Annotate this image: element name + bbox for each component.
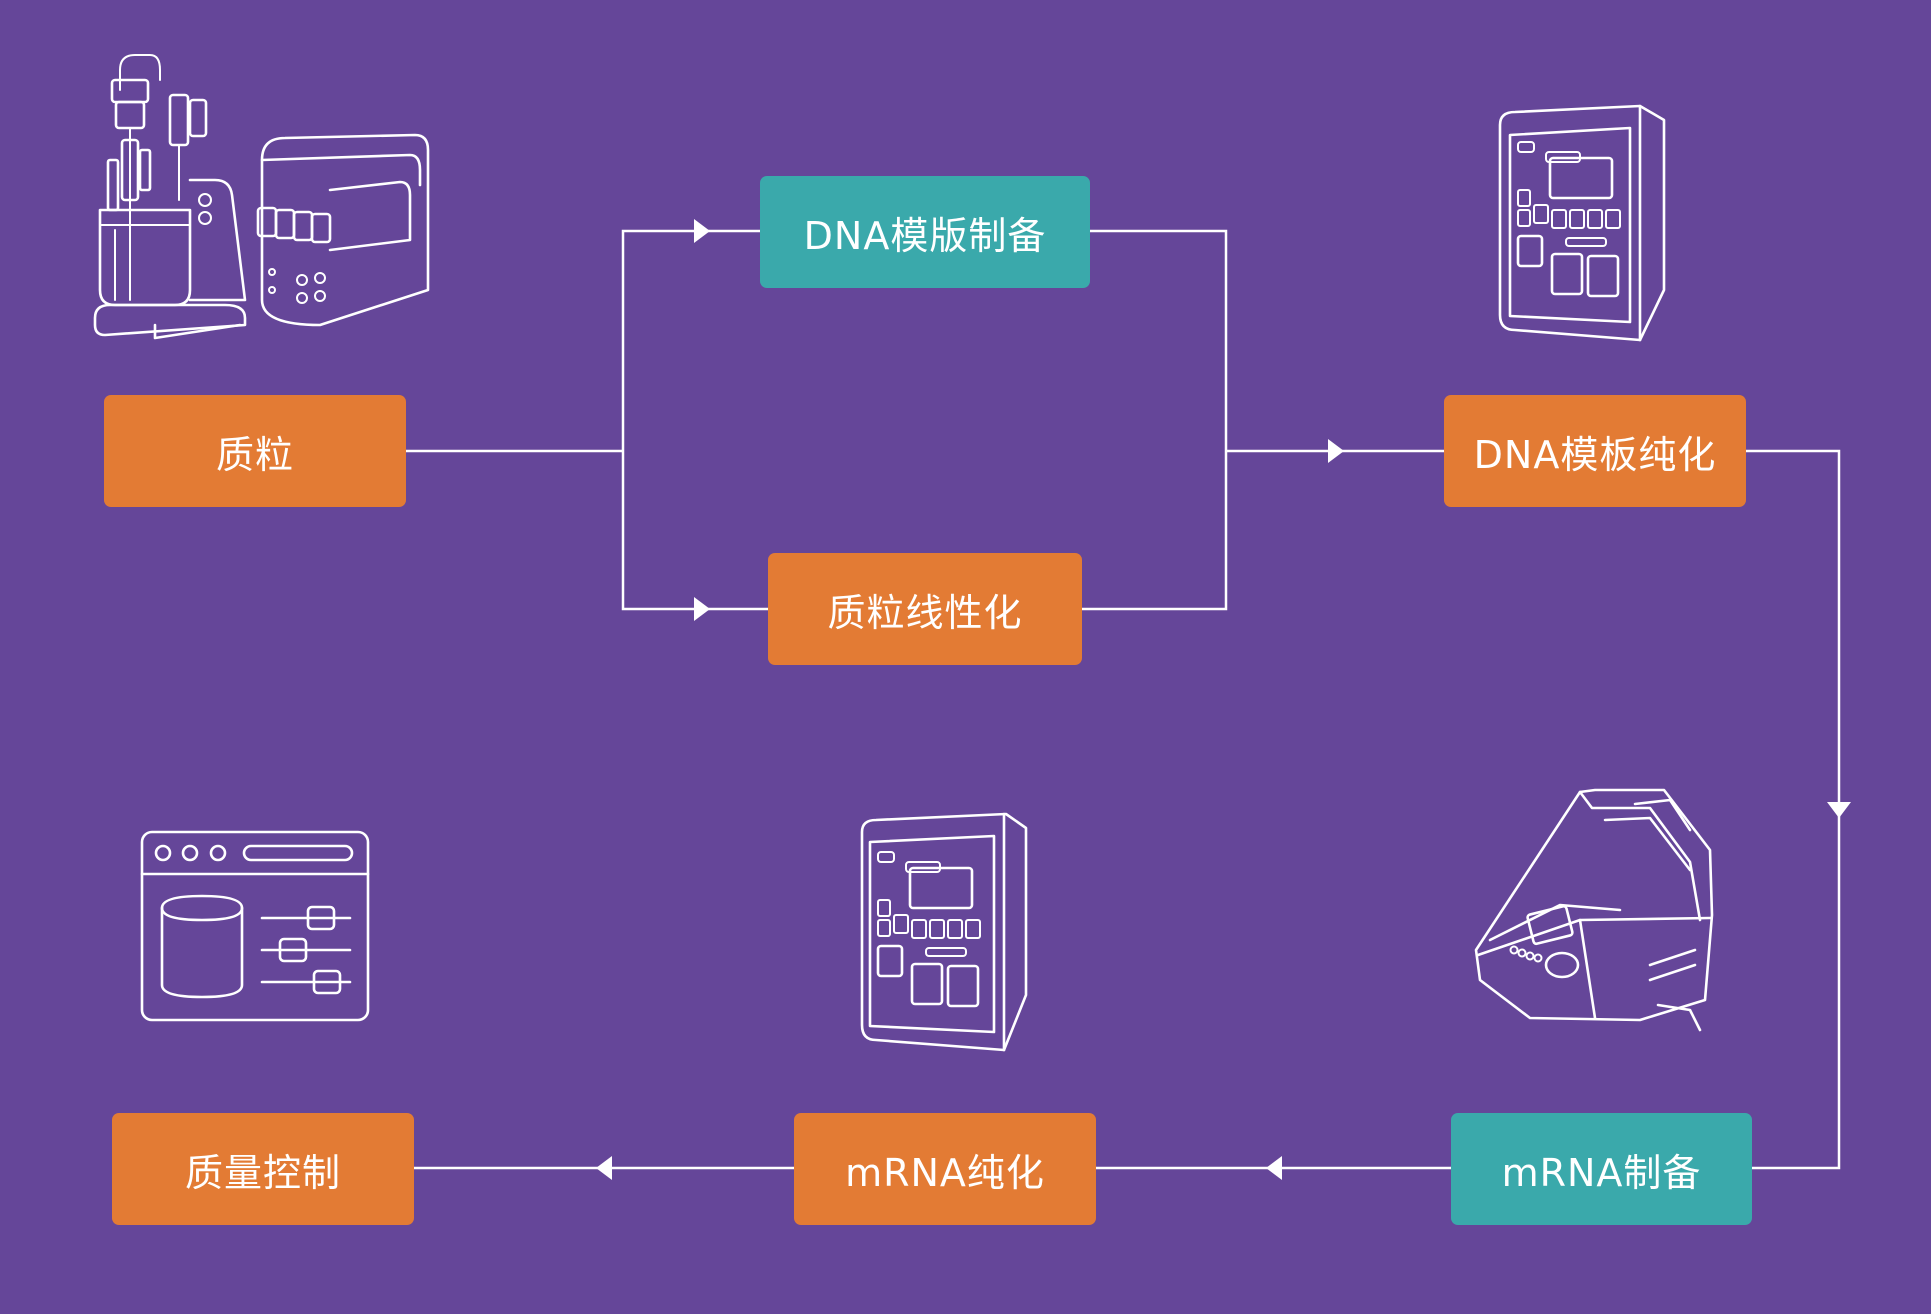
connector-split-lower: [621, 451, 768, 611]
node-dna-template-prep-label: DNA模版制备: [803, 213, 1047, 258]
node-dna-template-purification-label: DNA模板纯化: [1473, 432, 1717, 477]
arrow-to-mrna-purification: [1266, 1156, 1282, 1180]
connector-lower-merge: [1082, 451, 1228, 611]
node-dna-template-prep[interactable]: DNA模版制备: [760, 176, 1090, 288]
arrow-to-dna-template-purification: [1328, 439, 1344, 463]
node-dna-template-purification[interactable]: DNA模板纯化: [1444, 395, 1746, 507]
node-mrna-purification[interactable]: mRNA纯化: [794, 1113, 1096, 1225]
node-mrna-prep[interactable]: mRNA制备: [1451, 1113, 1752, 1225]
node-plasmid-linearization[interactable]: 质粒线性化: [768, 553, 1082, 665]
arrow-to-quality-control: [596, 1156, 612, 1180]
node-quality-control-label: 质量控制: [184, 1150, 341, 1195]
chromatography-system-icon: [256, 133, 430, 327]
node-mrna-prep-label: mRNA制备: [1501, 1150, 1702, 1195]
node-plasmid-label: 质粒: [215, 432, 294, 477]
node-plasmid[interactable]: 质粒: [104, 395, 406, 507]
bioreactor-icon: [93, 54, 247, 340]
mrna-purification-instrument-icon: [860, 812, 1028, 1052]
node-quality-control[interactable]: 质量控制: [112, 1113, 414, 1225]
thermal-cycler-icon: [1474, 788, 1714, 1032]
arrow-to-dna-template-prep: [694, 219, 710, 243]
connector-upper-merge: [1090, 229, 1228, 451]
node-plasmid-linearization-label: 质粒线性化: [827, 590, 1023, 635]
node-mrna-purification-label: mRNA纯化: [845, 1150, 1045, 1195]
arrow-down-to-mrna-prep: [1827, 802, 1851, 818]
connector-split-upper: [621, 229, 760, 451]
quality-control-software-icon: [140, 830, 370, 1022]
purification-instrument-icon: [1498, 104, 1666, 342]
arrow-to-plasmid-linearization: [694, 597, 710, 621]
